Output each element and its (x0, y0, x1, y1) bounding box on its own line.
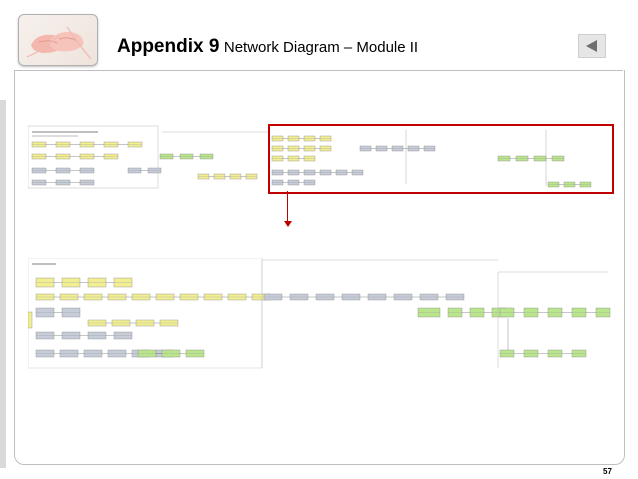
slide-title: Appendix 9 Network Diagram – Module II (117, 36, 418, 58)
ballet-shoes-image (18, 14, 98, 66)
frame-top-rule (14, 70, 623, 71)
zoom-highlight-box (268, 124, 614, 194)
page-number: 57 (603, 467, 612, 476)
left-edge-strip (0, 100, 6, 468)
left-triangle-icon (586, 40, 597, 52)
network-node (27, 311, 33, 329)
slide-frame (14, 70, 625, 465)
network-diagram-detail (27, 257, 612, 370)
zoom-arrow-head (284, 221, 292, 227)
zoom-arrow-line (287, 191, 288, 224)
network-diagram-overview (27, 124, 612, 196)
title-subtitle: Network Diagram – Module II (223, 39, 419, 56)
back-button[interactable] (578, 34, 606, 58)
title-appendix: Appendix 9 (117, 36, 220, 57)
diagram-panel (27, 125, 159, 189)
